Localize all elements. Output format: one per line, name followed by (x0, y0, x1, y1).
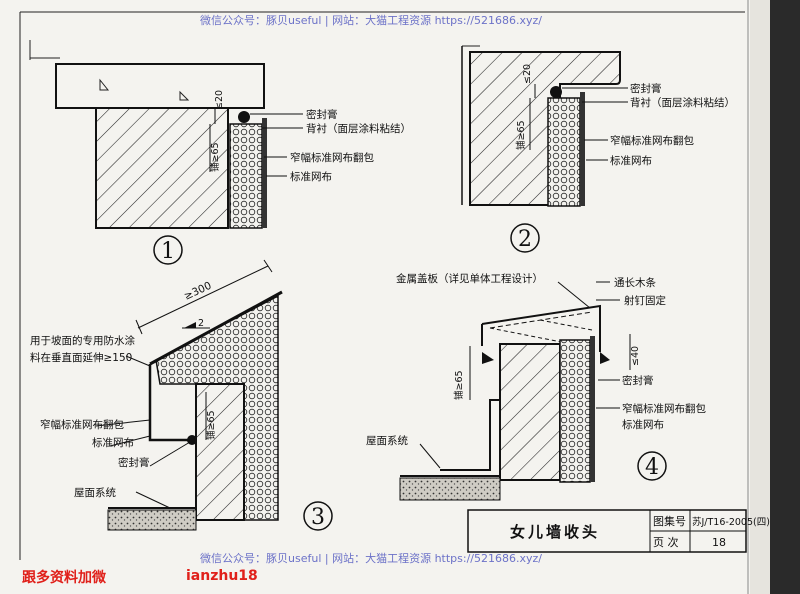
page-value: 18 (712, 536, 726, 549)
detail4-label-narrow-mesh: 窄幅标准网布翻包 (622, 402, 706, 415)
detail3-number: 3 (311, 505, 325, 530)
detail2-label-standard-mesh: 标准网布 (610, 155, 652, 167)
detail4-label-standard-mesh: 标准网布 (622, 419, 664, 431)
detail4-label-nail: 射钉固定 (624, 294, 666, 307)
detail3-label-sealant: 密封膏 (118, 456, 150, 469)
detail4-label-wood-strip: 通长木条 (614, 276, 656, 289)
detail-4: 铺≥65 ≤40 金属盖板（详见单体工程设计） 通长木条 射钉固定 密封膏 窄幅… (366, 272, 706, 501)
detail-3: ≥300 2 铺≥65 用于坡面的专用防水涂 料在垂直面延伸≥150 窄幅标准网… (30, 259, 333, 531)
detail4-label-roof: 屋面系统 (366, 434, 408, 447)
detail1-dim-top: ≤20 (214, 90, 225, 110)
detail4-label-metal-cap: 金属盖板（详见单体工程设计） (396, 272, 543, 285)
detail4-dim-right: ≤40 (630, 346, 641, 366)
detail1-label-narrow-mesh: 窄幅标准网布翻包 (290, 151, 374, 164)
detail4-dim-left: 铺≥65 (453, 370, 465, 400)
detail1-label-sealant: 密封膏 (306, 108, 338, 121)
detail2-label-narrow-mesh: 窄幅标准网布翻包 (610, 134, 694, 147)
detail1-label-standard-mesh: 标准网布 (290, 171, 332, 183)
detail3-label-coating-1: 用于坡面的专用防水涂 (30, 334, 135, 347)
detail3-dim-side: 铺≥65 (205, 410, 217, 440)
page-label: 页 次 (653, 535, 679, 549)
detail3-label-standard-mesh: 标准网布 (92, 437, 134, 449)
detail2-label-sealant: 密封膏 (630, 82, 662, 95)
detail2-dim-side: 铺≥65 (515, 120, 527, 150)
detail3-label-roof: 屋面系统 (74, 486, 116, 499)
detail3-label-narrow-mesh: 窄幅标准网布翻包 (40, 418, 124, 431)
detail3-slope-mark: 2 (198, 318, 204, 329)
detail2-dim-top: ≤20 (522, 64, 533, 84)
title-block: 女儿墙收头 图集号 苏J/T16-2005(四) 页 次 18 (467, 509, 770, 553)
detail2-number: 2 (518, 227, 532, 252)
detail1-dim-side: 铺≥65 (209, 142, 221, 172)
sheet-title: 女儿墙收头 (510, 523, 600, 541)
watermark-bottom: 微信公众号：豚贝useful | 网站：大猫工程资源 https://52168… (200, 551, 542, 565)
corner-text-left: 跟多资料加微 (22, 569, 107, 586)
corner-text-right: ianzhu18 (186, 568, 258, 584)
detail2-label-backer: 背衬（面层涂料粘结） (630, 96, 735, 109)
detail4-number: 4 (645, 455, 659, 480)
detail4-label-sealant: 密封膏 (622, 374, 654, 387)
detail3-label-coating-2: 料在垂直面延伸≥150 (30, 351, 132, 364)
detail-1: ≤20 铺≥65 密封膏 背衬（面层涂料粘结） 窄幅标准网布翻包 标准网布 1 (29, 40, 411, 265)
atlas-label: 图集号 (653, 514, 686, 528)
detail1-number: 1 (161, 239, 175, 264)
watermark-top: 微信公众号：豚贝useful | 网站：大猫工程资源 https://52168… (200, 13, 542, 27)
detail1-label-backer: 背衬（面层涂料粘结） (306, 122, 411, 135)
detail-2: ≤20 铺≥65 密封膏 背衬（面层涂料粘结） 窄幅标准网布翻包 标准网布 2 (461, 45, 735, 253)
atlas-value: 苏J/T16-2005(四) (692, 516, 770, 528)
